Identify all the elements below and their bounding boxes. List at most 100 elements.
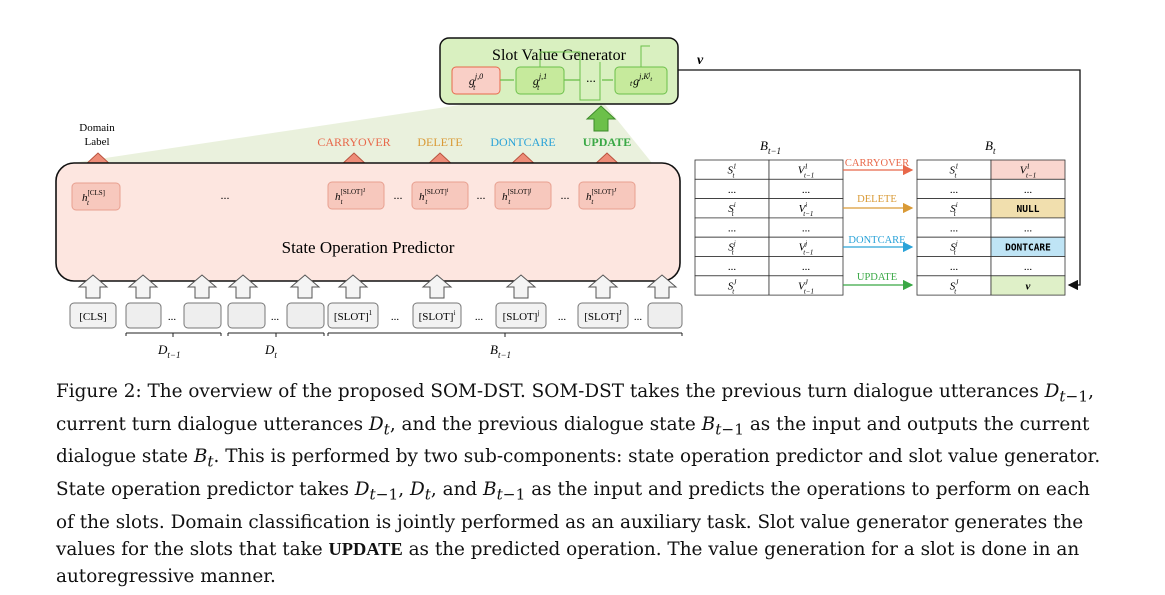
token-d-prev-2 xyxy=(183,302,222,329)
domain-label-line-1: Domain xyxy=(79,122,115,134)
caption-line-3: dialogue state Bt. This is performed by … xyxy=(56,446,1101,472)
input-arrow-8 xyxy=(587,274,619,299)
token-slot-J-label: [SLOT]J xyxy=(584,309,622,323)
hidden-slot-j xyxy=(494,181,552,210)
curr-state-title: Bt xyxy=(985,138,996,156)
predictor-ellipsis-3: ... xyxy=(477,188,486,202)
curr-state-cell-text-5-1: ... xyxy=(1024,261,1033,273)
input-arrow-2 xyxy=(186,274,218,299)
input-arrow-3 xyxy=(227,274,259,299)
predictor-ellipsis-2: ... xyxy=(394,188,403,202)
token-slot-1 xyxy=(327,302,379,329)
gen-loop-2 xyxy=(640,45,650,67)
curr-state-cell-text-3-1: ... xyxy=(1024,222,1033,234)
token-d-curr-2 xyxy=(286,302,325,329)
arrow-delete-label: DELETE xyxy=(857,194,897,205)
curr-state-cell-text-1-1: ... xyxy=(1024,184,1033,196)
input-arrow-0 xyxy=(77,274,109,299)
caption-line-1: Figure 2: The overview of the proposed S… xyxy=(56,381,1094,406)
curr-state-cell-text-1-0: ... xyxy=(950,184,959,196)
hidden-cls xyxy=(71,182,121,211)
token-ellipsis-2: ... xyxy=(271,311,280,323)
group-d-prev-label: Dt−1 xyxy=(157,342,180,360)
curr-state-cell-text-3-0: ... xyxy=(950,222,959,234)
curr-state-cell-6-1 xyxy=(990,275,1066,296)
update-up-arrow xyxy=(585,105,617,132)
curr-state-cell-text-5-0: ... xyxy=(950,261,959,273)
input-arrows xyxy=(77,274,678,299)
operation-arrows: CARRYOVER DELETE DONTCARE UPDATE xyxy=(843,158,914,291)
token-ellipsis-6: ... xyxy=(634,311,643,323)
token-slot-1-label: [SLOT]1 xyxy=(334,309,373,323)
prev-state-title: Bt−1 xyxy=(760,138,781,156)
caption-line-5: of the slots. Domain classification is j… xyxy=(56,511,1084,533)
caption-line-4: State operation predictor takes Dt−1, Dt… xyxy=(56,479,1090,504)
input-group-brackets xyxy=(125,332,683,337)
arrow-update-label: UPDATE xyxy=(857,272,897,283)
prev-state-cell-text-5-1: ... xyxy=(802,261,811,273)
generator-output-label: v xyxy=(697,53,704,68)
hidden-slot-1 xyxy=(327,181,385,210)
predictor-ellipsis-4: ... xyxy=(561,188,570,202)
caption-line-7: autoregressive manner. xyxy=(56,565,276,587)
input-arrow-1 xyxy=(127,274,159,299)
op-update-label: UPDATE xyxy=(583,135,631,149)
input-tokens: [CLS] ... ... [SLOT]1 ... [SLOT]i ... [S… xyxy=(69,302,683,329)
op-carryover-label: CARRYOVER xyxy=(317,135,390,149)
hidden-slot-i xyxy=(411,181,469,210)
prev-state-cell-text-3-1: ... xyxy=(802,222,811,234)
predictor-title: State Operation Predictor xyxy=(282,238,455,257)
input-arrow-4 xyxy=(289,274,321,299)
caption-line-2: current turn dialogue utterances Dt, and… xyxy=(56,413,1090,439)
generator-title: Slot Value Generator xyxy=(492,47,627,64)
token-ellipsis-3: ... xyxy=(391,311,400,323)
state-operation-predictor: State Operation Predictor h[CLS]t h[SLOT… xyxy=(55,162,681,282)
figure-caption: Figure 2: The overview of the proposed S… xyxy=(56,378,1106,590)
input-arrow-6 xyxy=(421,274,453,299)
arrow-dontcare-label: DONTCARE xyxy=(848,235,905,246)
group-d-curr-label: Dt xyxy=(264,342,277,360)
token-slot-J xyxy=(577,302,629,329)
predictor-ellipsis-1: ... xyxy=(221,188,230,202)
domain-label-line-2: Label xyxy=(84,136,109,148)
input-arrow-7 xyxy=(505,274,537,299)
hidden-slot-J xyxy=(578,181,636,210)
curr-state-cell-text-6-1: v xyxy=(1026,280,1031,292)
token-d-prev-1 xyxy=(125,302,162,329)
token-ellipsis-4: ... xyxy=(475,311,484,323)
gen-loop-1 xyxy=(539,51,601,101)
curr-state-cell-text-4-1: DONTCARE xyxy=(1005,243,1051,254)
arrow-carryover-label: CARRYOVER xyxy=(845,158,909,169)
token-slot-j xyxy=(495,302,547,329)
token-cls-label: [CLS] xyxy=(79,311,107,323)
input-arrow-9 xyxy=(646,274,678,299)
group-b-prev-label: Bt−1 xyxy=(490,342,511,360)
token-slot-i-label: [SLOT]i xyxy=(419,309,456,323)
op-delete-label: DELETE xyxy=(417,135,462,149)
token-slot-i xyxy=(412,302,462,329)
input-arrow-5 xyxy=(337,274,369,299)
prev-state-cell-text-3-0: ... xyxy=(728,222,737,234)
token-d-curr-1 xyxy=(227,302,266,329)
op-dontcare-label: DONTCARE xyxy=(490,135,555,149)
generator-ellipsis: ... xyxy=(586,70,596,85)
output-v-arrow xyxy=(678,69,1081,291)
prev-state-cell-text-1-0: ... xyxy=(728,184,737,196)
